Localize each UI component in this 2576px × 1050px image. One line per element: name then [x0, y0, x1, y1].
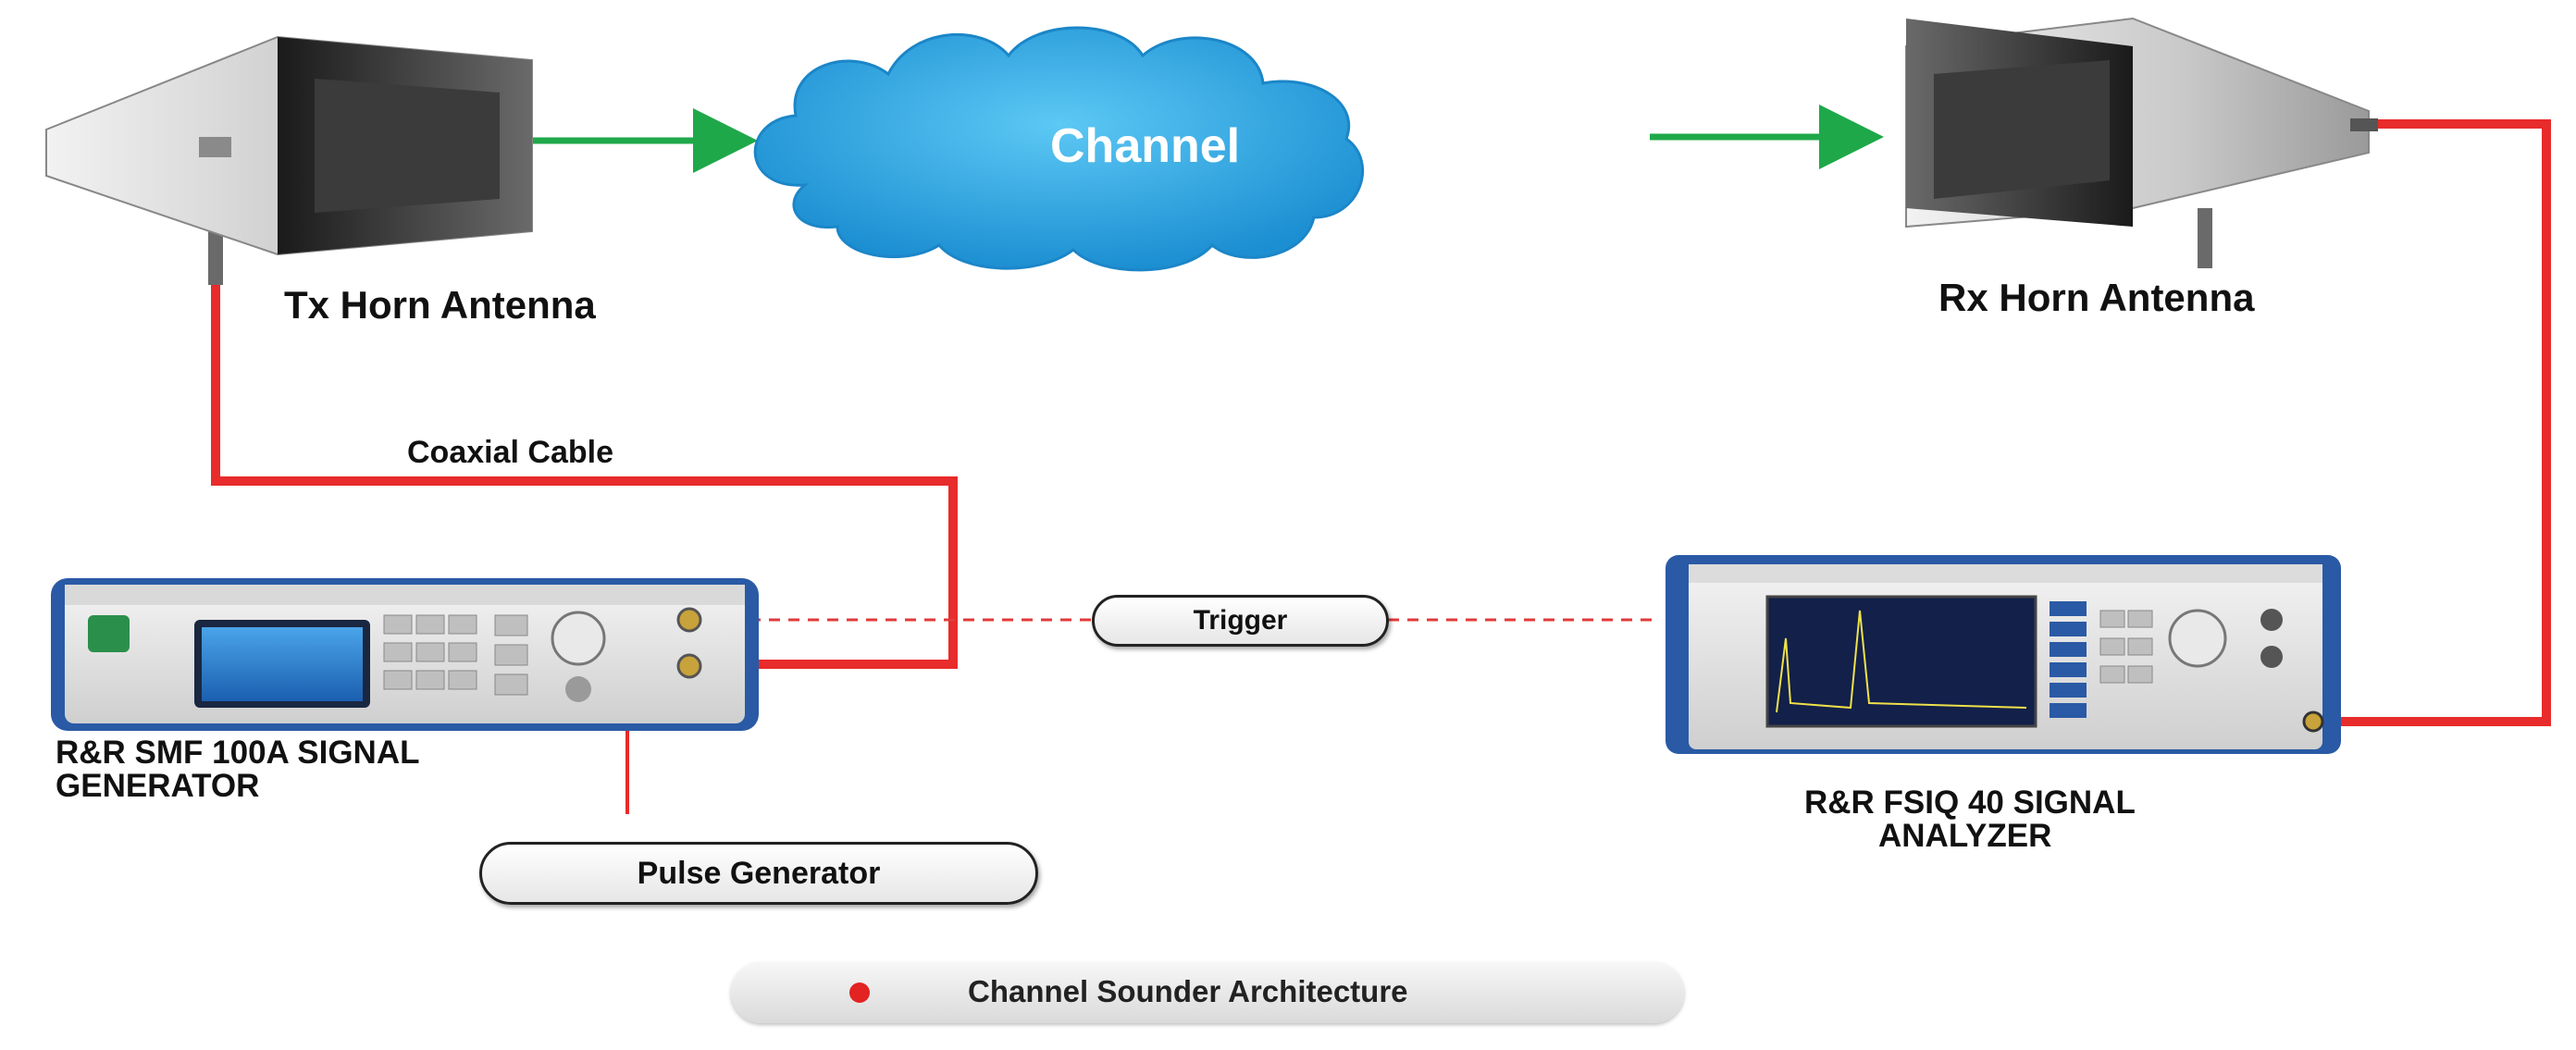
tx-horn-antenna [45, 35, 533, 285]
pulse-generator-pill: Pulse Generator [479, 842, 1038, 905]
trigger-pill: Trigger [1092, 595, 1389, 647]
tx-coaxial-cable [211, 278, 958, 669]
rx-antenna-label: Rx Horn Antenna [1938, 276, 2255, 319]
caption-bullet-icon [849, 982, 870, 1003]
signal-analyzer-device [1666, 555, 2341, 754]
signal-analyzer-label-line1: R&R FSIQ 40 SIGNAL [1804, 784, 2136, 821]
rx-horn-antenna [1905, 17, 2378, 268]
signal-generator-label-line2: GENERATOR [56, 768, 260, 804]
channel-cloud [753, 26, 1364, 272]
tx-antenna-label: Tx Horn Antenna [284, 283, 596, 327]
signal-generator-label-line1: R&R SMF 100A SIGNAL [56, 735, 420, 771]
caption-bar: Channel Sounder Architecture [731, 962, 1684, 1023]
signal-generator-device [51, 578, 759, 731]
pulse-generator-label: Pulse Generator [637, 855, 881, 891]
signal-analyzer-label-line2: ANALYZER [1878, 818, 2052, 854]
rx-coaxial-cable [2318, 119, 2551, 726]
coaxial-cable-label: Coaxial Cable [407, 435, 613, 470]
trigger-label: Trigger [1193, 605, 1288, 636]
channel-label: Channel [1050, 119, 1241, 173]
caption-text: Channel Sounder Architecture [968, 974, 1408, 1008]
